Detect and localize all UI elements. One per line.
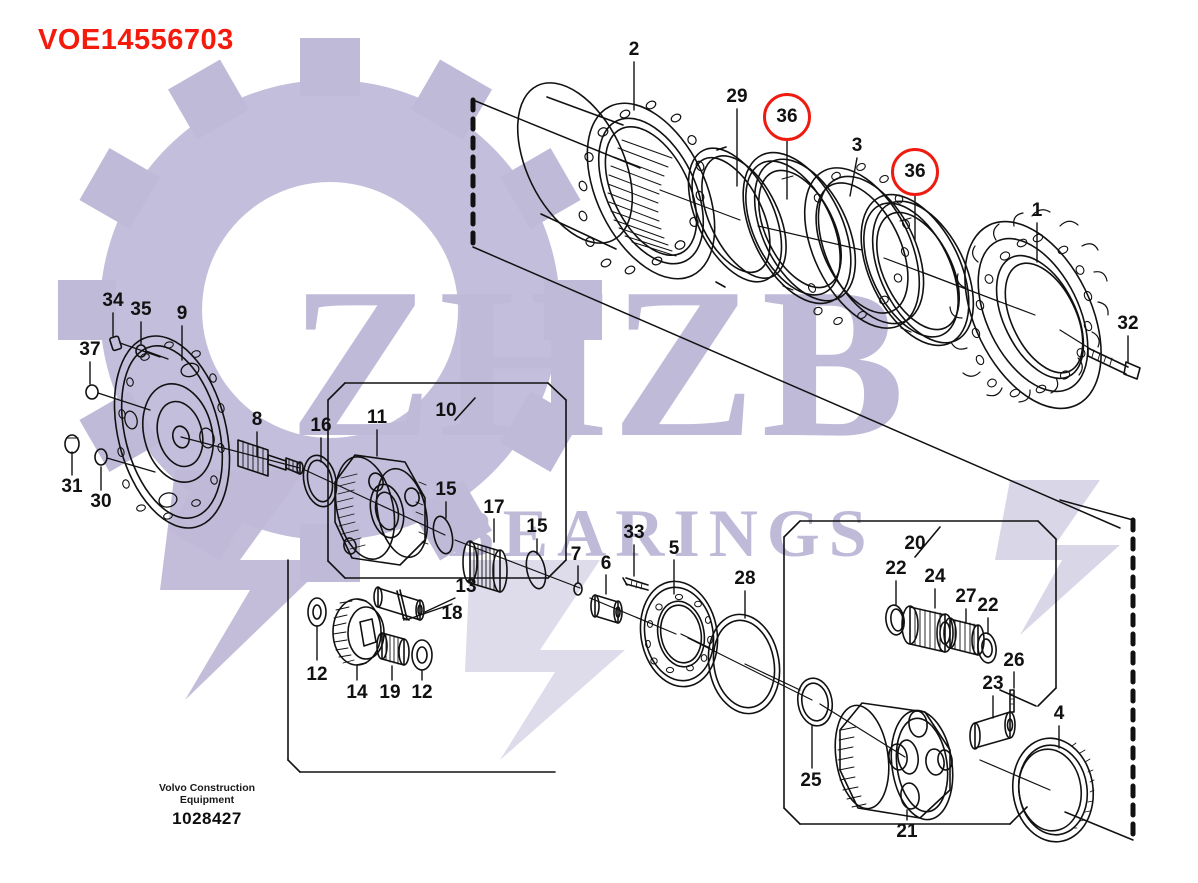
callout-1-sprocket-hub: 1 — [1031, 200, 1043, 221]
callout-25-o-ring: 25 — [800, 770, 822, 791]
callout-29-seal-ring: 29 — [726, 86, 748, 107]
part-36b-floating-seal — [860, 193, 975, 347]
leader-10 — [454, 397, 476, 421]
callout-22-thrust-washer: 22 — [885, 558, 907, 579]
leader-28-tail — [744, 663, 801, 691]
callout-26-roll-pin: 26 — [1003, 650, 1025, 671]
callout-8-drive-shaft: 8 — [251, 409, 263, 430]
leader-20b — [999, 689, 1037, 707]
callout-11-planet-carrier-1: 11 — [366, 407, 388, 428]
part-8-drive-shaft — [237, 439, 304, 477]
part-19-needle-bearing — [376, 632, 410, 666]
company-name-line1: Volvo Construction — [158, 782, 256, 794]
callout-5-flange-plate: 5 — [668, 538, 680, 559]
callout-20-planetary-group-2: 20 — [904, 533, 926, 554]
part-26-roll-pin — [1009, 689, 1015, 713]
callout-13-planet-pin: 13 — [455, 576, 477, 597]
callout-21-planet-carrier-2: 21 — [896, 821, 918, 842]
part-25-o-ring — [796, 677, 834, 727]
page-title: VOE14556703 — [38, 24, 234, 56]
part-1-sprocket-hub — [949, 209, 1109, 410]
footer-block: Volvo Construction Equipment 1028427 — [122, 782, 292, 829]
callout-15-thrust-washer: 15 — [435, 479, 457, 500]
part-22b-thrust-washer — [977, 632, 997, 664]
part-27-needle-bearing — [943, 617, 985, 656]
callout-14-planet-gear: 14 — [346, 682, 368, 703]
leader-3 — [849, 157, 858, 197]
part-16-o-ring — [302, 454, 338, 508]
part-11-planet-carrier — [334, 454, 429, 566]
callout-9-cover-plate: 9 — [176, 303, 188, 324]
part-4-ring-gear — [1011, 737, 1095, 843]
construction-axis-lines — [180, 189, 1093, 758]
callout-2-ring-gear-housing: 2 — [628, 39, 640, 60]
company-name-line2: Equipment — [179, 794, 235, 806]
group-outline-lower-left — [287, 559, 556, 773]
part-17-sun-gear — [462, 540, 508, 593]
part-9-cover-plate — [113, 335, 231, 529]
callout-31-plug: 31 — [61, 476, 83, 497]
callout-28-o-ring: 28 — [734, 568, 756, 589]
callout-3-hub-flange: 3 — [851, 135, 863, 156]
callout-36-floating-seal: 36 — [763, 93, 811, 141]
callout-35-plug: 35 — [130, 299, 152, 320]
part-35-plug — [135, 344, 169, 360]
leader-13 — [424, 597, 456, 613]
part-33-dowel-pin — [622, 577, 649, 591]
leader-5-tail — [680, 633, 711, 649]
callout-17-sun-gear: 17 — [483, 497, 505, 518]
callout-22-thrust-washer: 22 — [977, 595, 999, 616]
part-32-bolt — [1087, 347, 1141, 380]
part-15b-thrust-washer — [525, 550, 547, 590]
group-outline-20 — [783, 520, 1057, 825]
callout-12-thrust-washer: 12 — [411, 682, 433, 703]
callout-24-planet-gear: 24 — [924, 566, 946, 587]
part-5-flange-plate — [639, 580, 719, 688]
callout-15-thrust-washer: 15 — [526, 516, 548, 537]
callout-19-needle-bearing: 19 — [379, 682, 401, 703]
part-2-ring-gear-housing — [516, 82, 716, 280]
callout-23-planet-pin: 23 — [982, 673, 1004, 694]
part-34-pin — [109, 335, 161, 358]
part-21-planet-carrier — [834, 702, 954, 821]
callout-32-bolt: 32 — [1117, 313, 1139, 334]
leader-18 — [405, 603, 453, 621]
drawing-number: 1028427 — [172, 809, 242, 828]
part-28-o-ring — [707, 613, 781, 715]
part-29-seal-ring — [687, 146, 787, 288]
part-30-o-ring — [94, 448, 156, 473]
callout-27-needle-bearing: 27 — [955, 586, 977, 607]
part-15a-thrust-washer — [432, 515, 454, 555]
part-37-plug — [85, 384, 151, 411]
group-leader-lower-right — [1059, 499, 1134, 841]
group-leader-upper — [472, 99, 1121, 529]
group-outline-10 — [327, 382, 567, 579]
callout-4-ring-gear: 4 — [1053, 703, 1065, 724]
callout-6-bushing: 6 — [600, 553, 612, 574]
callout-12-thrust-washer: 12 — [306, 664, 328, 685]
part-24-planet-gear — [901, 605, 954, 653]
callout-16-o-ring: 16 — [310, 415, 332, 436]
callout-30-o-ring: 30 — [90, 491, 112, 512]
callout-18-roll-pin: 18 — [441, 603, 463, 624]
callout-10-planetary-group-1: 10 — [435, 400, 457, 421]
callout-36-floating-seal: 36 — [891, 148, 939, 196]
part-36a-floating-seal — [742, 151, 857, 305]
callout-34-pin: 34 — [102, 290, 124, 311]
callout-37-plug: 37 — [79, 339, 101, 360]
callout-33-dowel-pin: 33 — [623, 522, 645, 543]
leader-20 — [914, 526, 941, 558]
callout-7-snap-ring: 7 — [570, 544, 582, 565]
leader-4-tail — [979, 759, 1051, 791]
